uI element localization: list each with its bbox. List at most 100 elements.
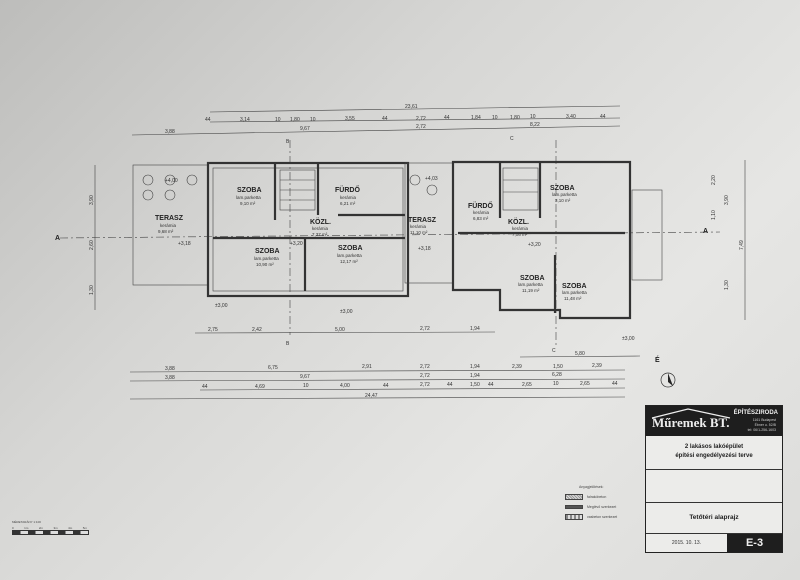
- project-line: építési engedélyezési terve: [675, 453, 753, 459]
- svg-text:11,48 m²: 11,48 m²: [564, 296, 582, 301]
- svg-text:kerámia: kerámia: [512, 226, 529, 231]
- dim-text: 1,80: [510, 115, 520, 121]
- level-text: +3,18: [178, 241, 191, 247]
- svg-text:10,90 m²: 10,90 m²: [256, 262, 274, 267]
- dim-text: 3,55: [345, 116, 355, 122]
- solid-swatch: [565, 505, 583, 509]
- project-title: 2 lakásos lakóépület építési engedélyezé…: [646, 436, 782, 470]
- dim-text: 44: [383, 383, 389, 389]
- svg-text:SZOBA: SZOBA: [338, 245, 363, 252]
- svg-text:11,10 m²: 11,10 m²: [410, 230, 428, 235]
- project-line: 2 lakásos lakóépület: [684, 444, 744, 450]
- dim-text: 2,65: [522, 382, 532, 388]
- svg-text:6,21 m²: 6,21 m²: [340, 201, 356, 206]
- scale-tick: 1m: [24, 526, 29, 530]
- section-mark: A: [55, 235, 60, 242]
- left-unit: [132, 161, 410, 298]
- dim-text: 10: [275, 117, 281, 123]
- dim-text: 23,61: [405, 104, 418, 110]
- svg-text:9,10 m²: 9,10 m²: [240, 201, 256, 206]
- svg-text:SZOBA: SZOBA: [520, 275, 545, 282]
- svg-text:7,06 m²: 7,06 m²: [512, 232, 528, 237]
- legend-item: Meglévő szerkezet: [565, 505, 645, 509]
- dim-text: 2,65: [580, 381, 590, 387]
- section-mark: A: [703, 228, 708, 235]
- svg-text:lam.parketta: lam.parketta: [337, 253, 362, 258]
- dim-text: 1,50: [553, 364, 563, 370]
- dim-text: 44: [205, 117, 211, 123]
- company-header: Műremek BT. ÉPÍTÉSZIRODA 1161 Budapest É…: [646, 406, 782, 436]
- dim-text: 44: [444, 115, 450, 121]
- dim-text: 2,20: [711, 175, 717, 185]
- dim-text: 24,47: [365, 393, 378, 399]
- dim-text: 2,72: [420, 382, 430, 388]
- legend-label: Meglévő szerkezet: [587, 505, 617, 509]
- dim-text: 10: [530, 114, 536, 120]
- svg-text:FÜRDŐ: FÜRDŐ: [468, 201, 493, 210]
- legend-item: falrakóbeton: [565, 494, 645, 500]
- dim-text: 2,75: [208, 327, 218, 333]
- dim-text: 2,60: [89, 240, 95, 250]
- svg-text:lam.parketta: lam.parketta: [562, 290, 587, 295]
- level-text: +3,18: [418, 246, 431, 252]
- dim-text: 10: [310, 117, 316, 123]
- svg-text:É: É: [655, 355, 660, 364]
- dim-text: 2,72: [420, 326, 430, 332]
- svg-text:12,17 m²: 12,17 m²: [340, 259, 358, 264]
- svg-text:3,10 m²: 3,10 m²: [555, 198, 571, 203]
- dim-text: 2,72: [416, 116, 426, 122]
- legend-label: vasbeton szerkezet: [587, 515, 618, 519]
- section-mark: C: [510, 136, 514, 142]
- dim-text: 1,80: [290, 117, 300, 123]
- dim-text: 1,50: [470, 382, 480, 388]
- dim-text: 1,94: [470, 364, 480, 370]
- svg-text:lam.parketta: lam.parketta: [518, 282, 543, 287]
- roof-logo-icon: [651, 408, 731, 419]
- level-text: +4,00: [165, 178, 178, 184]
- dim-text: 6,28: [552, 372, 562, 378]
- svg-text:FÜRDŐ: FÜRDŐ: [335, 185, 360, 194]
- dim-text: 3,14: [240, 117, 250, 123]
- level-text: +4,03: [425, 176, 438, 182]
- scale-tick: 0: [12, 526, 14, 530]
- level-text: +3,20: [290, 241, 303, 247]
- dim-text: 44: [488, 382, 494, 388]
- dim-text: 4,00: [340, 383, 350, 389]
- legend-item: vasbeton szerkezet: [565, 514, 645, 520]
- svg-text:11,19 m²: 11,19 m²: [522, 288, 540, 293]
- dim-text: 2,72: [420, 373, 430, 379]
- legend-label: falrakóbeton: [587, 495, 607, 499]
- dim-text: 1,94: [470, 373, 480, 379]
- dim-text: 2,91: [362, 364, 372, 370]
- dim-text: 9,67: [300, 126, 310, 132]
- svg-text:9,68 m²: 9,68 m²: [158, 229, 174, 234]
- dim-text: 44: [600, 114, 606, 120]
- dim-text: 3,90: [724, 195, 730, 205]
- company-logo: Műremek BT.: [652, 415, 730, 430]
- svg-text:KÖZL.: KÖZL.: [310, 217, 331, 226]
- dim-text: 44: [382, 116, 388, 122]
- dim-text: 5,00: [335, 327, 345, 333]
- dim-text: 6,75: [268, 365, 278, 371]
- svg-text:SZOBA: SZOBA: [550, 185, 575, 192]
- section-mark: B: [286, 139, 290, 145]
- section-mark: B: [286, 341, 290, 347]
- bottom-dimensions: 2,75 2,42 5,00 2,72 1,94 5,80 3,88 6,75 …: [129, 326, 641, 400]
- dim-text: 8,22: [530, 122, 540, 128]
- right-unit: [404, 160, 663, 320]
- address-line: tel: 06/1-256-1603: [747, 428, 776, 432]
- scale-tick: 2m: [38, 526, 43, 530]
- dim-text: 3,88: [165, 375, 175, 381]
- scale-tick: 3m: [53, 526, 58, 530]
- svg-text:SZOBA: SZOBA: [562, 283, 587, 290]
- dim-text: 10: [553, 381, 559, 387]
- dim-text: 44: [447, 382, 453, 388]
